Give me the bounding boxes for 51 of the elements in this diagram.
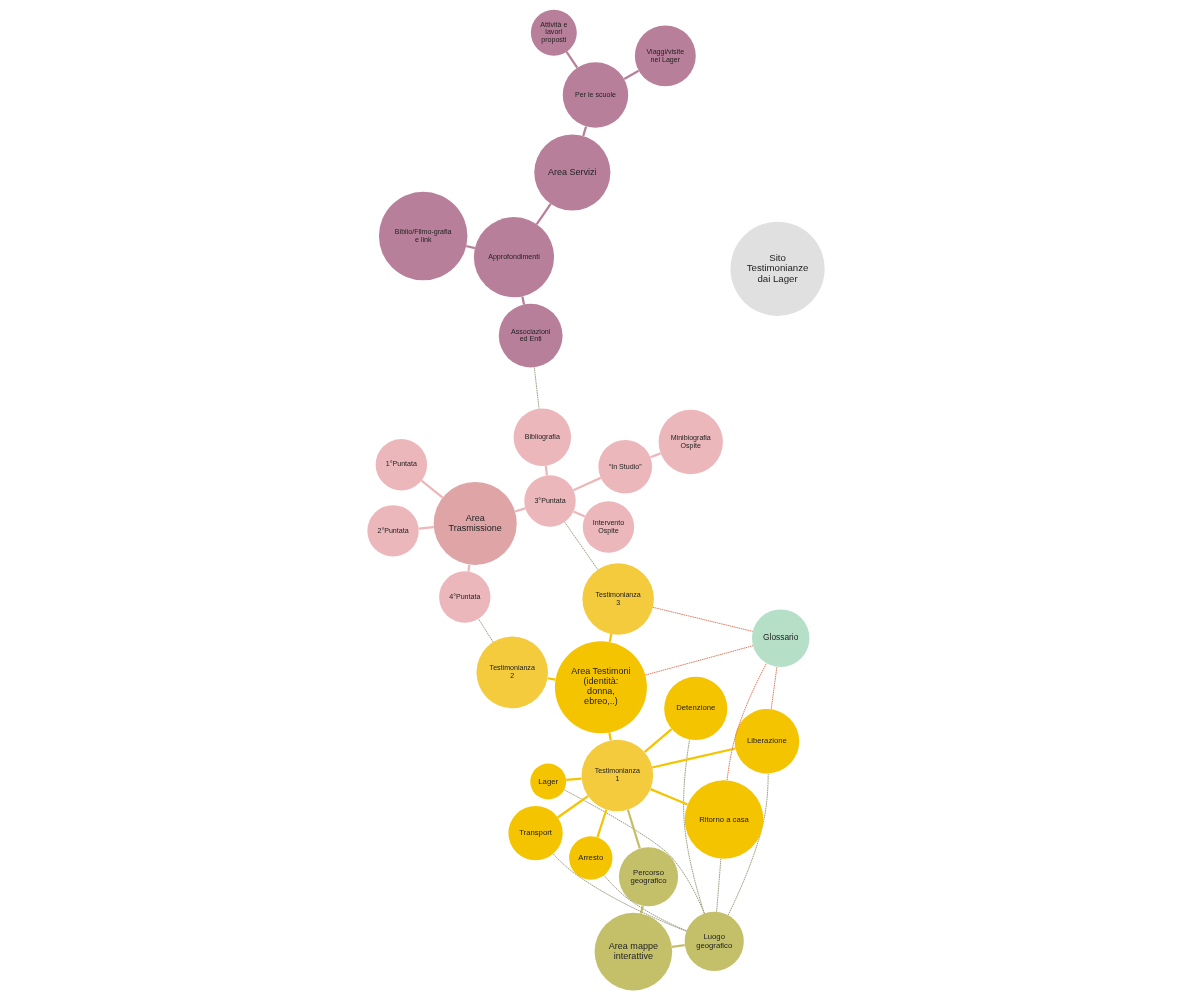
connector bbox=[565, 51, 579, 69]
node-circle: Detenzione bbox=[664, 676, 728, 741]
connector bbox=[535, 203, 552, 225]
connector bbox=[671, 944, 685, 948]
connector bbox=[652, 606, 754, 632]
connector bbox=[727, 773, 769, 916]
connector bbox=[770, 666, 778, 710]
connector bbox=[626, 809, 641, 849]
node-circle: Area Testimoni (identità: donna, ebreo,..) bbox=[554, 641, 647, 734]
connector bbox=[650, 788, 688, 806]
node-circle: Area Servizi bbox=[534, 134, 611, 211]
connector bbox=[650, 452, 661, 459]
connector bbox=[726, 662, 768, 781]
connector bbox=[557, 795, 589, 819]
connector bbox=[420, 479, 444, 499]
node-circle: Area mappe interattive bbox=[594, 912, 673, 991]
connector bbox=[521, 296, 526, 305]
connector bbox=[478, 618, 494, 643]
connector bbox=[652, 747, 736, 769]
connector bbox=[552, 853, 687, 932]
node-circle: Area Trasmissione bbox=[433, 481, 517, 565]
connector bbox=[573, 476, 602, 492]
connector bbox=[566, 777, 582, 782]
connector bbox=[533, 366, 540, 410]
node-circle: Lager bbox=[530, 763, 567, 800]
connector bbox=[514, 507, 526, 513]
node-circle: Transport bbox=[508, 805, 563, 861]
connector bbox=[544, 465, 549, 476]
node-circle: Arresto bbox=[569, 836, 613, 880]
connector bbox=[564, 521, 599, 570]
connector bbox=[573, 510, 586, 518]
node-circle: Liberazione bbox=[734, 708, 800, 774]
connector bbox=[547, 677, 556, 681]
node-circle: Sito Testimonianze dai Lager bbox=[730, 221, 825, 316]
connector bbox=[418, 526, 434, 530]
connector bbox=[644, 645, 754, 676]
connector bbox=[623, 69, 640, 80]
connector bbox=[582, 126, 588, 137]
node-circle: Percorso geografico bbox=[618, 847, 679, 907]
connector bbox=[716, 858, 722, 913]
connector bbox=[608, 732, 612, 741]
connector bbox=[608, 633, 613, 643]
connector bbox=[603, 874, 687, 932]
node-circle: Luogo geografico bbox=[684, 911, 744, 972]
node-circle: Glossario bbox=[752, 609, 810, 667]
connector bbox=[643, 728, 673, 754]
connector bbox=[683, 739, 705, 914]
connector bbox=[466, 244, 476, 250]
connector bbox=[467, 564, 471, 572]
node-circle: Ritorno a casa bbox=[684, 780, 764, 859]
connector bbox=[596, 809, 608, 838]
